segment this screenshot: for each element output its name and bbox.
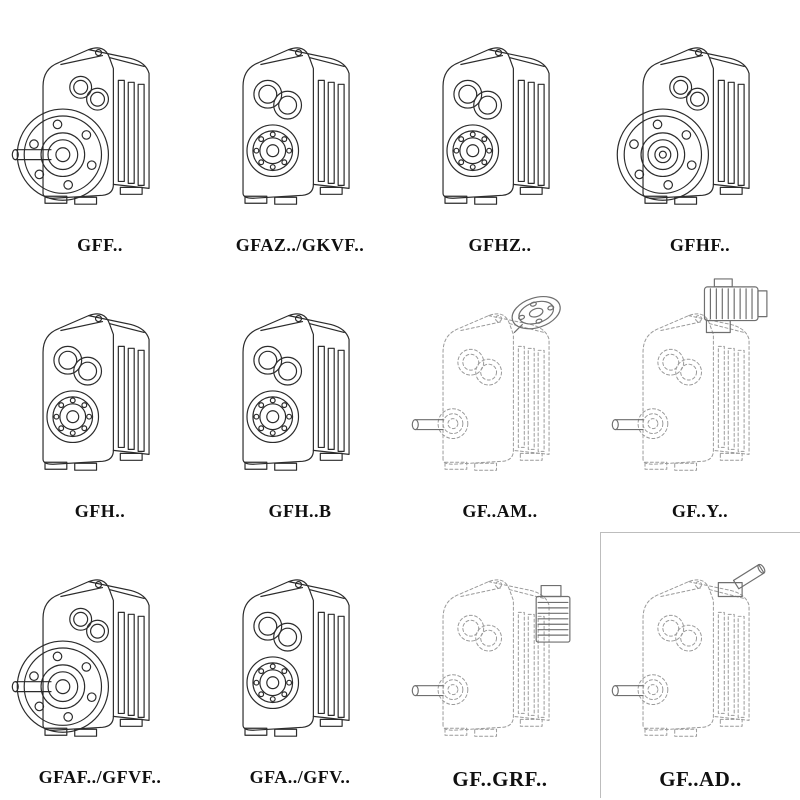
gearbox-svg-shaft_top <box>611 563 766 737</box>
gearbox-drawing <box>400 0 600 235</box>
gearbox-svg-flange_shaft <box>11 46 150 205</box>
product-cell: GFAF../GFVF.. <box>0 532 200 798</box>
product-cell: GF..AM.. <box>400 266 600 532</box>
product-cell: GFHZ.. <box>400 0 600 266</box>
gearbox-svg-flange_face <box>616 46 750 205</box>
gearbox-drawing <box>0 532 200 767</box>
gearbox-svg-hollow_front <box>241 46 350 205</box>
gearbox-svg-hollow_front <box>41 312 150 471</box>
product-label: GF..GRF.. <box>452 767 548 791</box>
product-cell: GFAZ../GKVF.. <box>200 0 400 266</box>
gearbox-svg-flange_shaft <box>11 578 150 737</box>
gearbox-drawing <box>601 533 800 767</box>
product-cell: GFH.. <box>0 266 200 532</box>
product-label: GF..AD.. <box>659 767 742 791</box>
gearbox-drawing <box>600 0 800 235</box>
gearbox-drawing <box>0 0 200 235</box>
gearbox-svg-hollow_front <box>241 312 350 471</box>
gearbox-drawing <box>400 532 600 767</box>
product-label: GF..Y.. <box>671 501 729 521</box>
product-cell: GFHF.. <box>600 0 800 266</box>
gearbox-drawing <box>0 266 200 501</box>
gearbox-drawing <box>200 0 400 235</box>
gearbox-svg-motor_side <box>411 578 570 737</box>
product-label: GFHZ.. <box>468 235 532 255</box>
product-label: GFAZ../GKVF.. <box>235 235 365 255</box>
product-label: GFH..B <box>268 501 332 521</box>
product-label: GFF.. <box>77 235 123 255</box>
gearbox-drawing <box>200 266 400 501</box>
product-cell: GFA../GFV.. <box>200 532 400 798</box>
product-cell: GF..GRF.. <box>400 532 600 798</box>
gearbox-svg-hollow_front <box>241 578 350 737</box>
gearbox-svg-flange_top_shaft <box>411 295 561 471</box>
gearbox-svg-motor_top <box>611 277 767 471</box>
gearbox-drawing <box>200 532 400 767</box>
product-cell: GFH..B <box>200 266 400 532</box>
product-cell: GF..AD.. <box>600 532 800 798</box>
gearbox-drawing <box>400 266 600 501</box>
gearbox-drawing <box>600 266 800 501</box>
gearbox-svg-hollow_front <box>441 46 550 205</box>
product-cell: GF..Y.. <box>600 266 800 532</box>
product-label: GFA../GFV.. <box>249 767 351 787</box>
product-label: GFHF.. <box>669 235 731 255</box>
product-label: GF..AM.. <box>462 501 538 521</box>
product-label: GFH.. <box>74 501 126 521</box>
product-cell: GFF.. <box>0 0 200 266</box>
product-label: GFAF../GFVF.. <box>38 767 162 787</box>
